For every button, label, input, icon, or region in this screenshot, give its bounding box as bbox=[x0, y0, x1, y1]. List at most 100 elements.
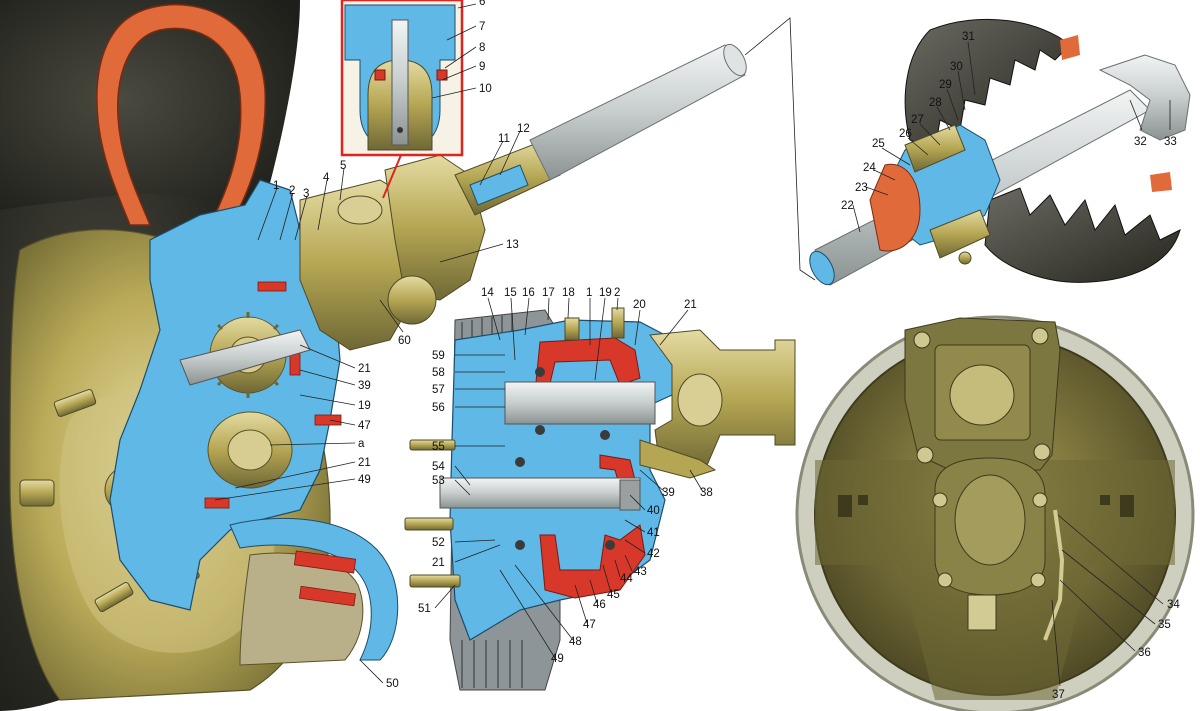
shaft-end-face bbox=[809, 250, 835, 286]
detail-inset bbox=[340, 0, 464, 199]
callout-label: 40 bbox=[647, 505, 660, 517]
callout-label: 36 bbox=[1138, 647, 1151, 659]
brake-line bbox=[1043, 509, 1065, 641]
callout-label: 49 bbox=[358, 474, 371, 486]
leader-lines bbox=[214, 3, 1171, 687]
callout-label: 1 bbox=[586, 287, 592, 299]
callout-label: 49 bbox=[551, 653, 564, 665]
hub-end-view bbox=[795, 315, 1195, 711]
callout-label: 2 bbox=[289, 185, 295, 197]
callout-label: 19 bbox=[358, 400, 371, 412]
callout-label: 8 bbox=[479, 42, 485, 54]
callout-label: 15 bbox=[504, 287, 517, 299]
red-housing-lower bbox=[539, 524, 646, 599]
axle-shaft bbox=[529, 44, 746, 181]
upper-shaft bbox=[504, 381, 656, 425]
hub-slots bbox=[838, 495, 1134, 517]
callout-label: 7 bbox=[479, 21, 485, 33]
tire-top bbox=[0, 0, 300, 220]
callout-label: 50 bbox=[386, 678, 399, 690]
tire-section-orange bbox=[96, 4, 266, 226]
callout-label: 32 bbox=[1134, 136, 1147, 148]
callout-label: 31 bbox=[962, 31, 975, 43]
yoke-flange bbox=[384, 154, 486, 301]
sleeve-blue-section bbox=[469, 164, 529, 206]
callout-label: 23 bbox=[855, 182, 868, 194]
callout-labels: 6 7 8 9 10 1 2 3 4 5 11 12 13 60 21 39 1… bbox=[273, 0, 1180, 701]
callout-label: 18 bbox=[562, 287, 575, 299]
callout-label: 38 bbox=[700, 487, 713, 499]
callout-label: 10 bbox=[479, 83, 492, 95]
callout-label: 33 bbox=[1164, 136, 1177, 148]
callout-label: 48 bbox=[569, 636, 582, 648]
connector-line bbox=[744, 17, 816, 281]
bleed-valve bbox=[967, 594, 997, 631]
callout-label: 25 bbox=[872, 138, 885, 150]
callout-label: 42 bbox=[647, 548, 660, 560]
boot-shaft-detail bbox=[809, 18, 1191, 286]
callout-label: 21 bbox=[432, 557, 445, 569]
callout-label: 17 bbox=[542, 287, 555, 299]
callout-label: 30 bbox=[950, 61, 963, 73]
callout-label: 20 bbox=[633, 299, 646, 311]
callout-label: 41 bbox=[647, 527, 660, 539]
callout-label: 57 bbox=[432, 384, 445, 396]
left-wheel-assembly bbox=[0, 0, 747, 711]
callout-label: 43 bbox=[634, 566, 647, 578]
callout-label: 22 bbox=[841, 200, 854, 212]
callout-label: 21 bbox=[358, 363, 371, 375]
rubber-boot-lower bbox=[984, 187, 1181, 283]
callout-label: 54 bbox=[432, 461, 445, 473]
bearings bbox=[515, 367, 615, 550]
callout-label: 5 bbox=[340, 160, 346, 172]
callout-label: 26 bbox=[899, 128, 912, 140]
reduction-gear-lower bbox=[207, 411, 293, 489]
input-shaft bbox=[179, 329, 311, 386]
callout-label: 3 bbox=[303, 188, 309, 200]
callout-label: 46 bbox=[593, 599, 606, 611]
callout-label: 2 bbox=[614, 287, 620, 299]
callout-label: 4 bbox=[323, 172, 330, 184]
callout-label: 13 bbox=[506, 239, 519, 251]
callout-label: 34 bbox=[1167, 599, 1180, 611]
rubber-boot-upper bbox=[904, 18, 1071, 151]
callout-label: 58 bbox=[432, 367, 445, 379]
callout-label: 12 bbox=[517, 123, 530, 135]
center-section-view bbox=[404, 307, 796, 691]
callout-label: 60 bbox=[398, 335, 411, 347]
callout-label: 27 bbox=[911, 114, 924, 126]
callout-label: 39 bbox=[358, 380, 371, 392]
callout-label: 9 bbox=[479, 61, 485, 73]
callout-label: 37 bbox=[1052, 689, 1065, 701]
lower-shaft bbox=[439, 477, 641, 509]
callout-label: 14 bbox=[481, 287, 494, 299]
callout-label: 56 bbox=[432, 402, 445, 414]
callout-label: 51 bbox=[418, 603, 431, 615]
callout-label: а bbox=[358, 438, 365, 450]
callout-label: 53 bbox=[432, 475, 445, 487]
plate-bolts bbox=[913, 327, 1051, 464]
callout-label: 45 bbox=[607, 589, 620, 601]
callout-label: 59 bbox=[432, 350, 445, 362]
callout-label: 47 bbox=[358, 420, 371, 432]
callout-label: 39 bbox=[662, 487, 675, 499]
callout-label: 52 bbox=[432, 537, 445, 549]
callout-label: 44 bbox=[620, 573, 633, 585]
callout-label: 29 bbox=[939, 79, 952, 91]
outer-boot-section bbox=[229, 517, 399, 661]
housing-bolts bbox=[404, 307, 625, 588]
callout-label: 24 bbox=[863, 162, 876, 174]
callout-label: 19 bbox=[599, 287, 612, 299]
callout-label: 6 bbox=[479, 0, 485, 8]
callout-label: 35 bbox=[1158, 619, 1171, 631]
callout-label: 1 bbox=[273, 180, 279, 192]
callout-label: 21 bbox=[684, 299, 697, 311]
callout-label: 47 bbox=[583, 619, 596, 631]
callout-label: 11 bbox=[498, 133, 510, 145]
callout-label: 55 bbox=[432, 441, 445, 453]
callout-label: 21 bbox=[358, 457, 371, 469]
callout-label: 28 bbox=[929, 97, 942, 109]
callout-label: 16 bbox=[522, 287, 535, 299]
